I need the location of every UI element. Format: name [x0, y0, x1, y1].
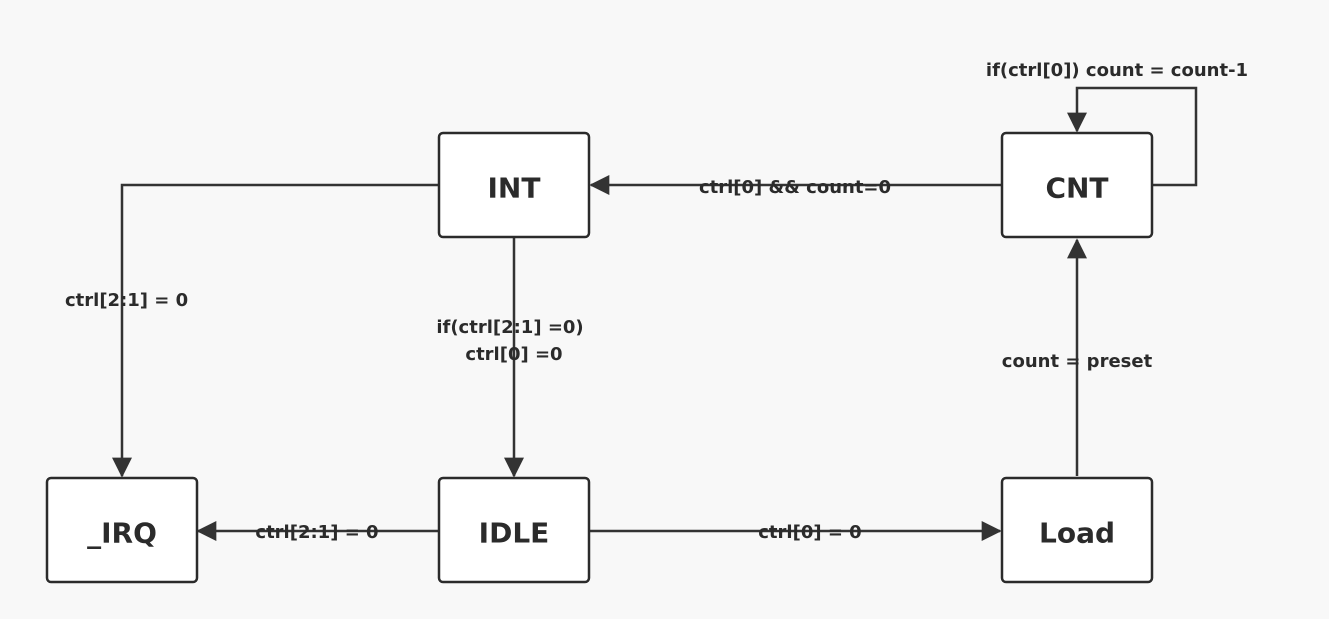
label-int-to-idle-line2: ctrl[0] =0 [465, 344, 562, 365]
state-int[interactable]: INT [437, 131, 591, 239]
state-idle-label: IDLE [479, 517, 550, 550]
state-load-label: Load [1039, 517, 1115, 550]
state-int-label: INT [488, 172, 541, 205]
state-irq-label: _IRQ [87, 517, 157, 550]
state-irq[interactable]: _IRQ [45, 476, 199, 584]
state-load[interactable]: Load [1000, 476, 1154, 584]
state-cnt[interactable]: CNT [1000, 131, 1154, 239]
state-cnt-label: CNT [1045, 172, 1108, 205]
label-idle-to-irq: ctrl[2:1] = 0 [255, 522, 378, 543]
label-cnt-to-int: ctrl[0] && count=0 [699, 177, 891, 198]
edge-int-to-irq [112, 183, 439, 478]
label-cnt-self: if(ctrl[0]) count = count-1 [986, 60, 1248, 81]
label-load-to-cnt: count = preset [1002, 351, 1153, 372]
state-idle[interactable]: IDLE [437, 476, 591, 584]
edge-cnt-self-loop [1067, 86, 1198, 187]
label-int-to-irq: ctrl[2:1] = 0 [65, 290, 188, 311]
label-int-to-idle-line1: if(ctrl[2:1] =0) [436, 317, 583, 338]
label-idle-to-load: ctrl[0] = 0 [758, 522, 861, 543]
